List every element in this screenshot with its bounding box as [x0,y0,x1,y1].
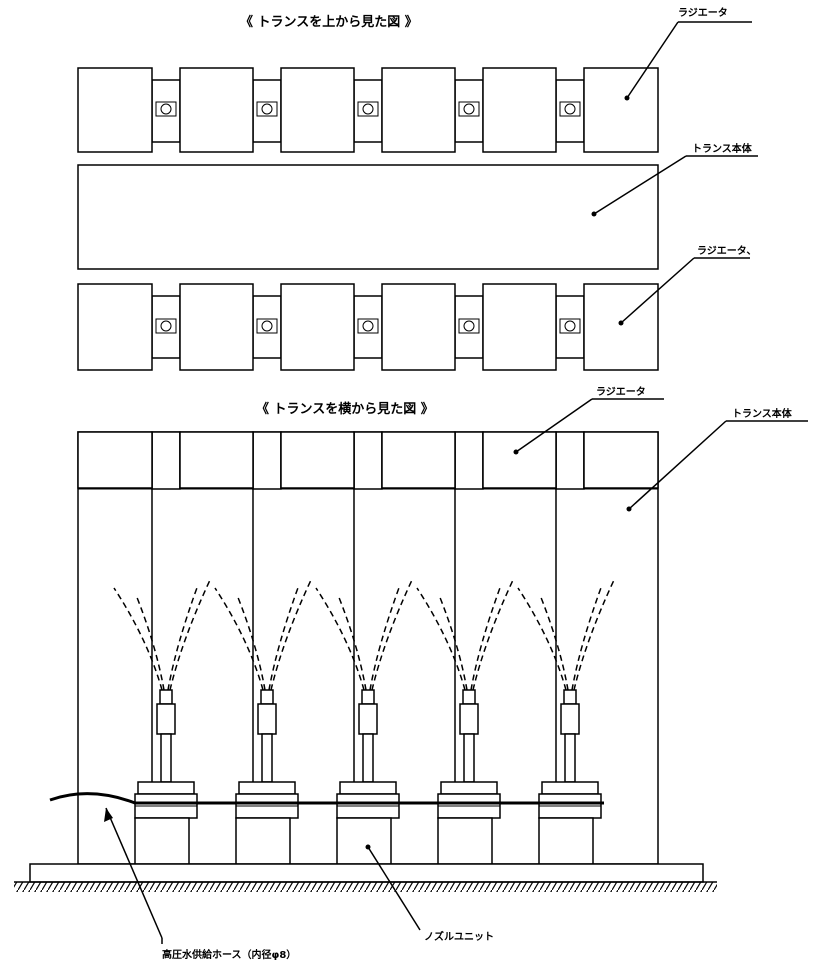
transformer-label-top: トランス本体 [692,142,753,155]
transformer-body-top [77,164,659,270]
radiator-label-side: ラジエータ [596,386,646,398]
radiator-fin [482,283,557,371]
nozzle [235,689,299,819]
radiator-fin [482,67,557,153]
nozzle [437,689,501,819]
transformer-label-side: トランス本体 [732,407,793,420]
nozzle [336,689,400,819]
top-radiator-row [77,67,659,153]
radiator-fin [179,283,254,371]
high-pressure-hose [49,792,604,805]
ground-hatching [14,882,717,892]
bottom-radiator-row [77,283,659,371]
radiator-fin [280,67,355,153]
radiator-fin [77,283,153,371]
radiator-fin [583,67,659,153]
hose-label: 高圧水供給ホース（内径φ8） [162,948,296,961]
radiator-fin [280,283,355,371]
radiator-fin [77,67,153,153]
radiator-fin [583,283,659,371]
radiator-fin [179,67,254,153]
side-view-title: 《 トランスを横から見た図 》 [256,401,434,417]
radiator-fin [381,67,456,153]
radiator-fin [381,283,456,371]
top-view-title: 《 トランスを上から見た図 》 [240,14,418,30]
radiator-label-top: ラジエータ [678,7,728,19]
nozzle-unit-label: ノズルユニット [424,930,494,943]
nozzle-blocks [134,817,594,865]
radiator-panels-side [77,431,659,489]
water-spray [113,579,615,691]
nozzle [134,689,198,819]
radiator-label-top-2: ラジエータ、 [697,245,757,257]
nozzle-units [134,689,602,819]
nozzle [538,689,602,819]
